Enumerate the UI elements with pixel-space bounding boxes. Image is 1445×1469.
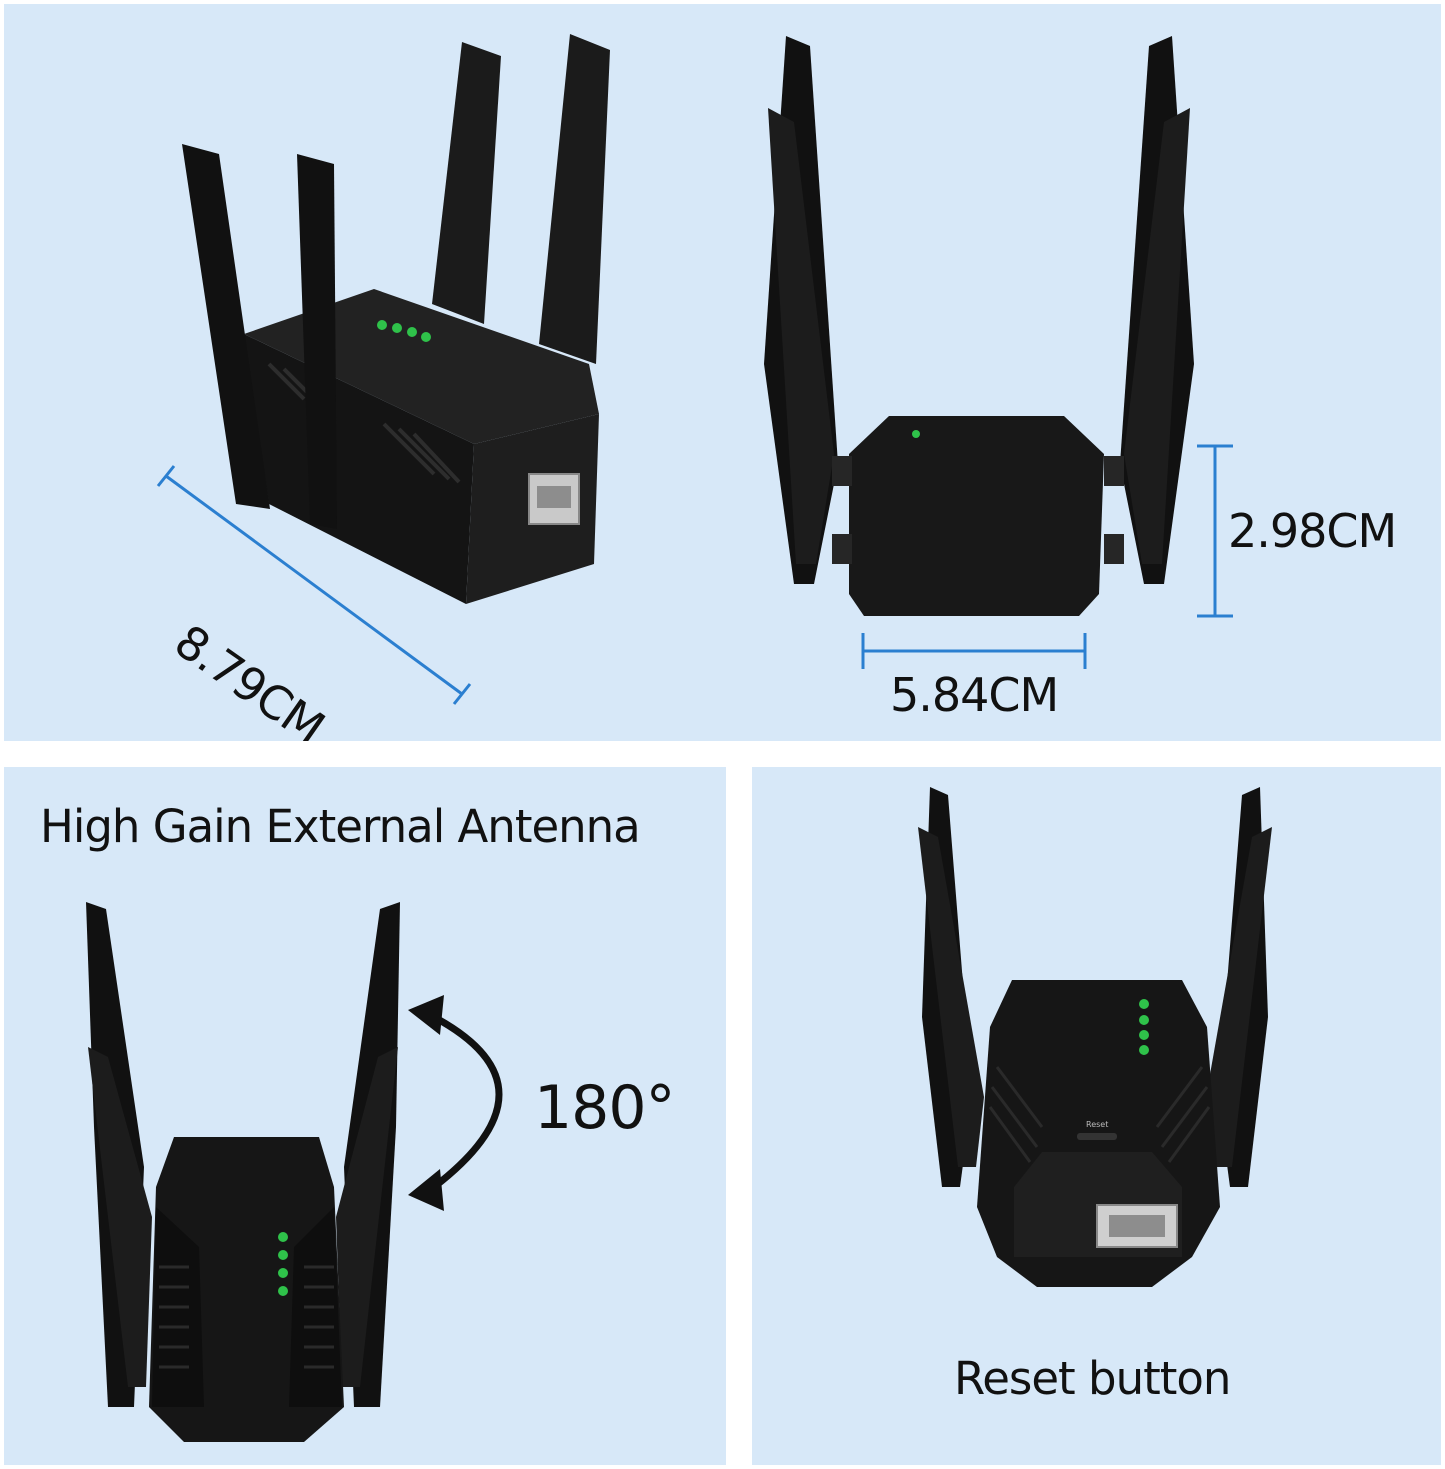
led [278, 1232, 288, 1242]
length-dimension-line [165, 474, 463, 696]
lan-port-inner [537, 486, 571, 508]
antenna-scene [86, 902, 503, 1442]
reset-text: Reset [1086, 1120, 1108, 1129]
antenna-inner-left [768, 108, 834, 564]
antenna-inner-right [1124, 108, 1190, 564]
device-side [244, 334, 474, 604]
led [1139, 1030, 1149, 1040]
rotation-arrow [431, 1013, 503, 1190]
led [1139, 999, 1149, 1009]
extender-front-view [764, 36, 1233, 669]
width-dimension-label: 5.84CM [890, 668, 1059, 722]
antenna-inner-right [1206, 827, 1272, 1167]
arrow-head-bottom [408, 1169, 444, 1211]
antenna-feature-panel: High Gain External Antenna 180° [4, 767, 726, 1465]
led [407, 327, 417, 337]
rotation-angle-label: 180° [534, 1073, 676, 1143]
antenna-caption: High Gain External Antenna [40, 800, 641, 853]
reset-caption: Reset button [954, 1352, 1231, 1405]
antenna-front-left [182, 144, 270, 509]
led [278, 1268, 288, 1278]
antenna-front-right [297, 154, 337, 529]
dimension-scene [156, 34, 1233, 705]
led [278, 1250, 288, 1260]
antenna-inner-left [918, 827, 984, 1167]
reset-button-shape [1077, 1133, 1117, 1140]
led [377, 320, 387, 330]
antenna-back-right [539, 34, 610, 364]
dimensions-panel: 8.79CM 2.98CM 5.84CM [4, 4, 1441, 741]
led [421, 332, 431, 342]
led [1139, 1045, 1149, 1055]
led [1139, 1015, 1149, 1025]
led [278, 1286, 288, 1296]
antenna-inner-left [88, 1047, 152, 1387]
antenna-back-left [432, 42, 501, 324]
led [392, 323, 402, 333]
reset-scene: Reset [918, 787, 1272, 1287]
device-body [849, 416, 1104, 616]
led [912, 430, 920, 438]
extender-angled-view [156, 34, 610, 705]
height-dimension-label: 2.98CM [1228, 504, 1397, 558]
arrow-head-top [408, 995, 444, 1035]
antenna-inner-right [336, 1047, 398, 1387]
reset-feature-panel: Reset Reset button [752, 767, 1441, 1465]
